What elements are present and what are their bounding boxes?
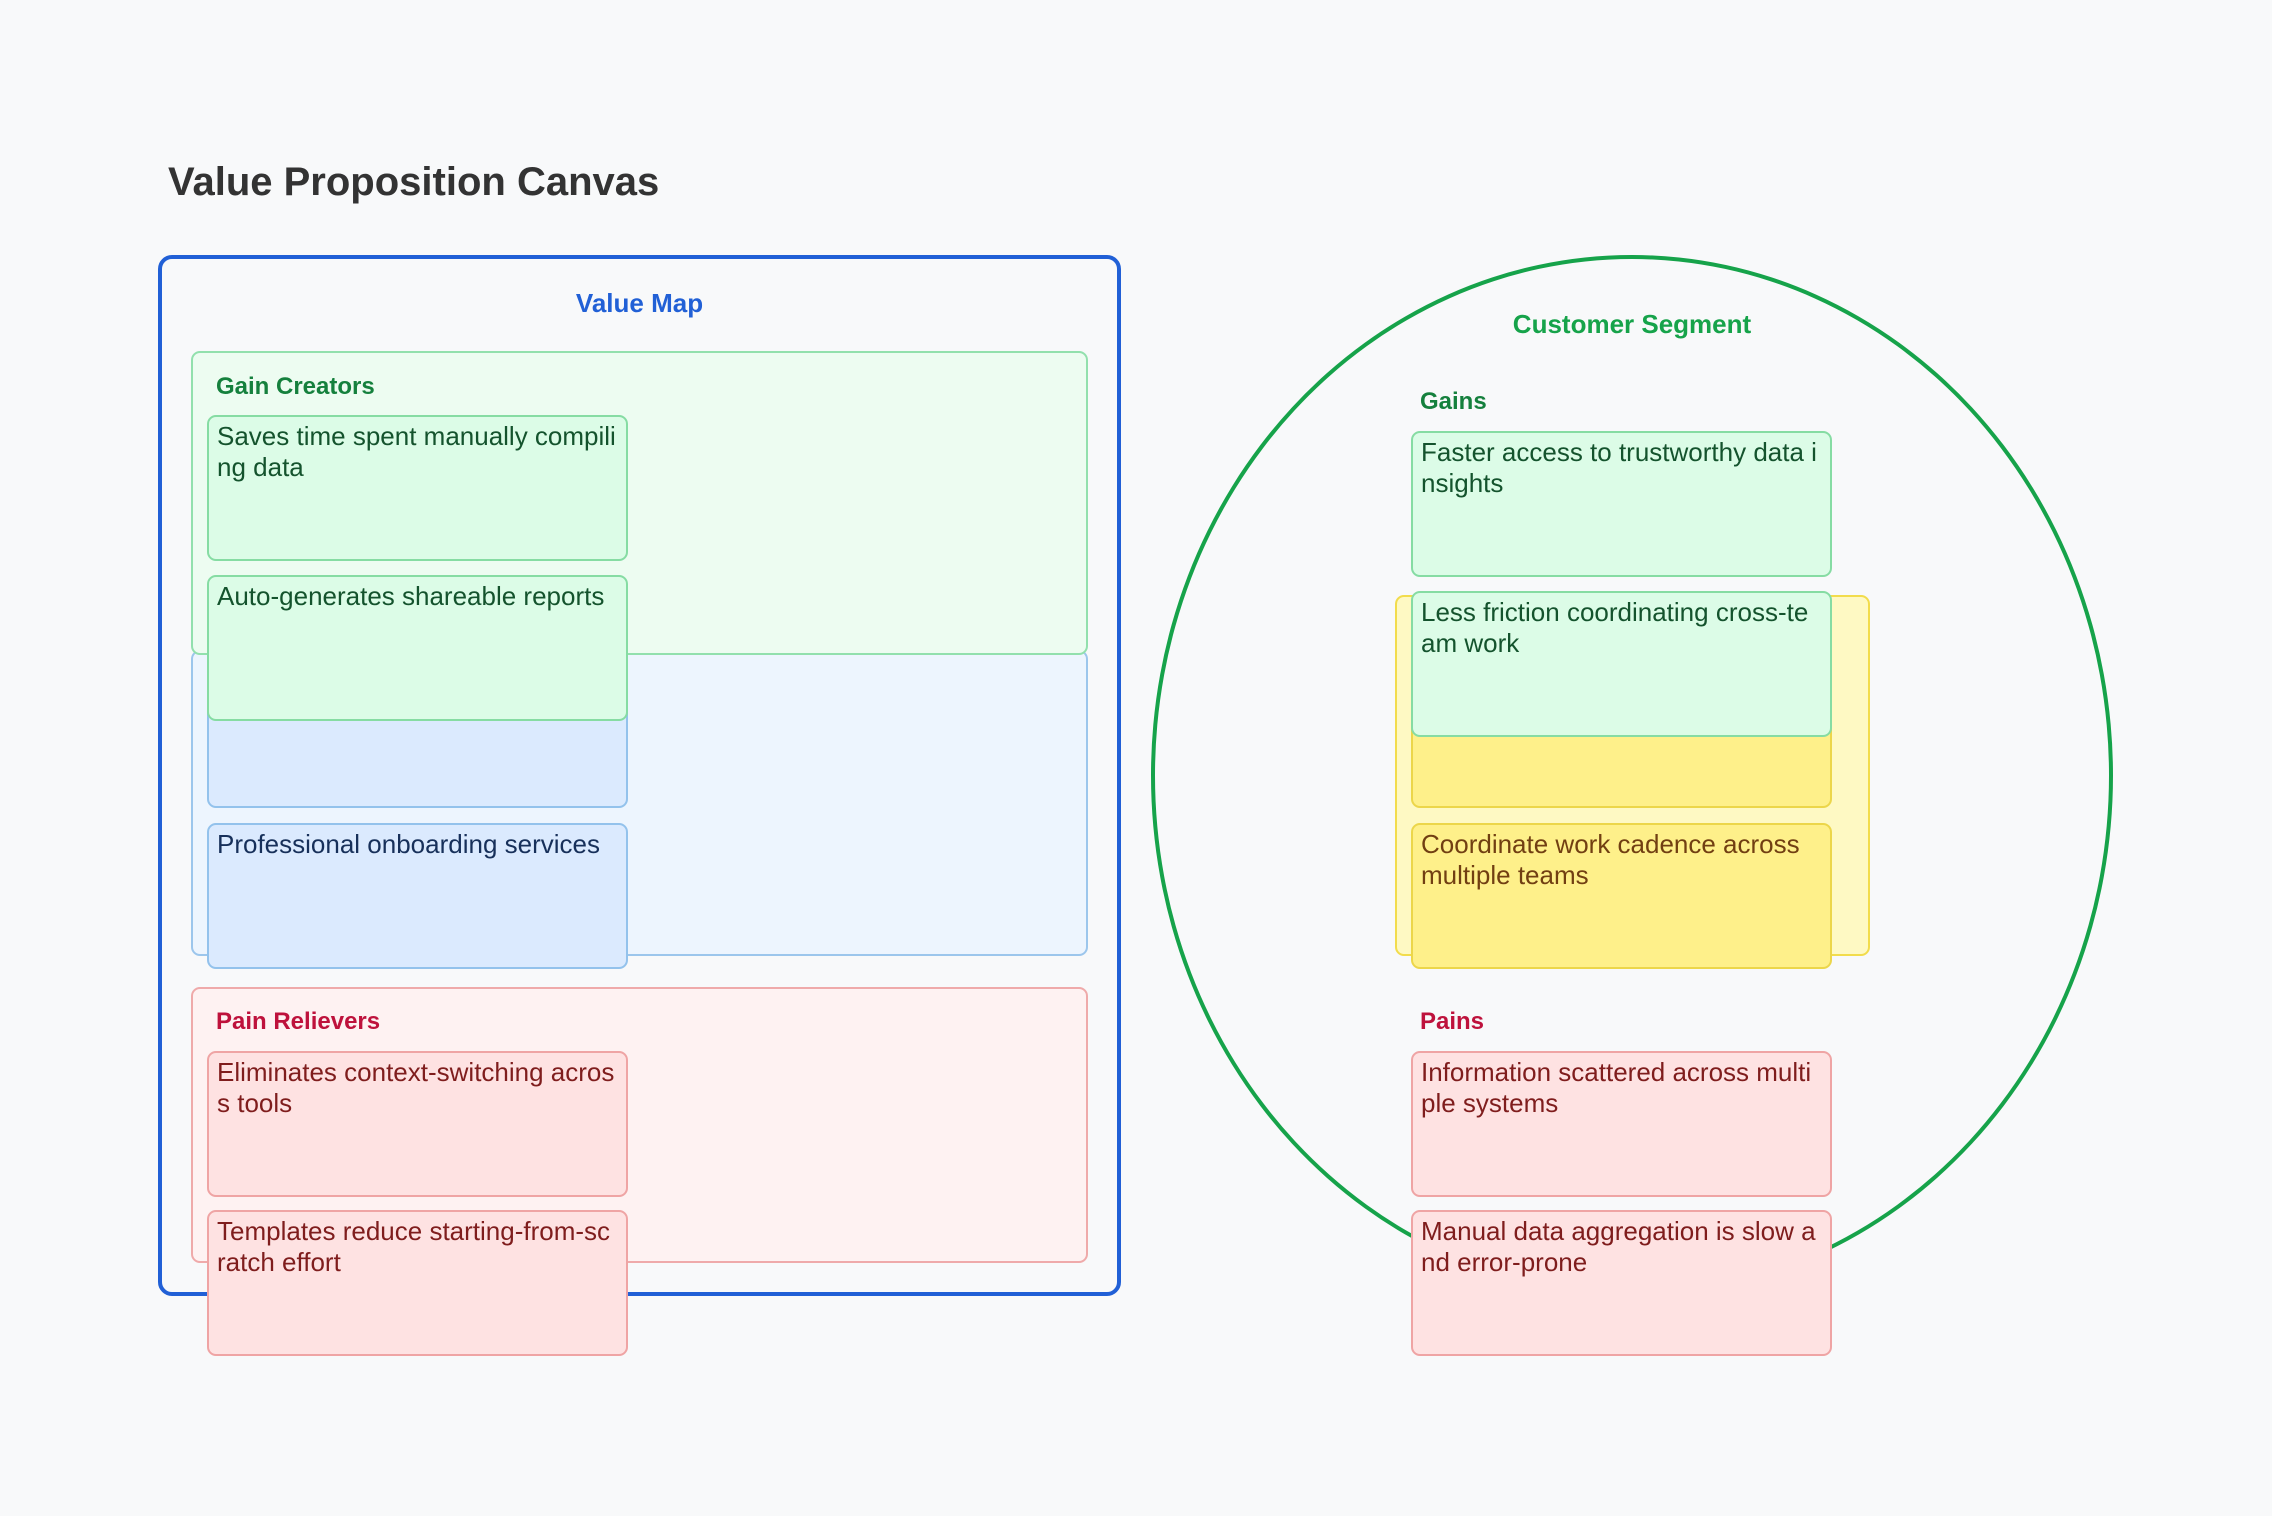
customer-segment-label: Customer Segment <box>1512 309 1752 339</box>
pains-label: Pains <box>1420 1008 1485 1035</box>
gain-creator-card[interactable]: Saves time spent manually compiling data <box>207 415 628 561</box>
product-service-card[interactable]: Professional onboarding services <box>207 823 628 969</box>
pain-reliever-card[interactable]: Templates reduce starting-from-scratch e… <box>207 1210 628 1356</box>
gain-creator-card[interactable]: Auto-generates shareable reports <box>207 575 628 721</box>
gain-card[interactable]: Faster access to trustworthy data insigh… <box>1411 431 1832 577</box>
pain-reliever-card[interactable]: Eliminates context-switching across tool… <box>207 1051 628 1197</box>
pain-card[interactable]: Manual data aggregation is slow and erro… <box>1411 1210 1832 1356</box>
gain-card[interactable]: Less friction coordinating cross-team wo… <box>1411 591 1832 737</box>
value-map-label: Value Map <box>575 288 704 318</box>
gains-label: Gains <box>1420 388 1487 415</box>
canvas-title: Value Proposition Canvas <box>168 160 660 204</box>
customer-job-card[interactable]: Coordinate work cadence across multiple … <box>1411 823 1832 969</box>
pain-card[interactable]: Information scattered across multiple sy… <box>1411 1051 1832 1197</box>
pain-relievers-label: Pain Relievers <box>216 1008 381 1035</box>
value-map-frame <box>158 255 1121 1296</box>
gain-creators-label: Gain Creators <box>216 373 375 400</box>
